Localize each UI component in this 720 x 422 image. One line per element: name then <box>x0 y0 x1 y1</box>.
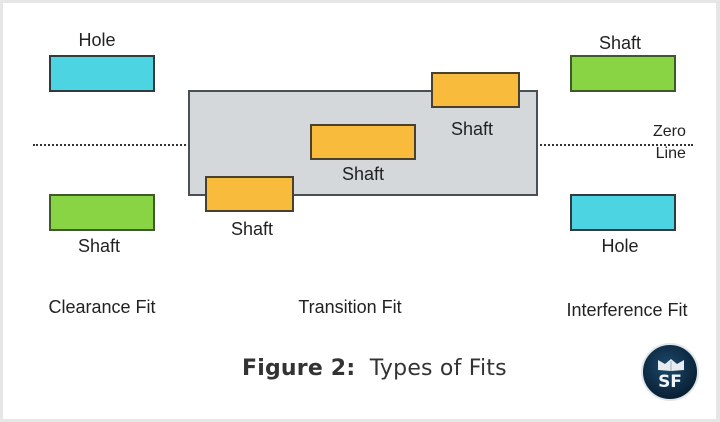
clearance-hole-rect <box>49 55 155 92</box>
transition-shaft-lower-label: Shaft <box>230 219 274 239</box>
clearance-shaft-label: Shaft <box>77 236 121 256</box>
book-icon <box>658 359 684 371</box>
interference-hole-label: Hole <box>601 236 639 256</box>
clearance-hole-label: Hole <box>78 30 116 50</box>
interference-shaft-rect <box>570 55 676 92</box>
transition-shaft-middle-label: Shaft <box>341 164 385 184</box>
transition-shaft-upper <box>431 72 520 108</box>
figure-canvas: Zero Line Hole Shaft Clearance Fit Shaft… <box>3 3 716 419</box>
caption-number: Figure 2: <box>242 356 356 381</box>
transition-fit-label: Transition Fit <box>298 297 402 317</box>
zero-label-line2: Line <box>655 145 686 162</box>
logo-text: SF <box>658 372 682 392</box>
zero-line-label: Zero Line <box>653 121 686 165</box>
sf-logo: SF <box>641 343 699 401</box>
interference-shaft-label: Shaft <box>598 33 642 53</box>
zero-label-line1: Zero <box>653 123 686 140</box>
interference-fit-label: Interference Fit <box>566 300 688 320</box>
figure-caption: Figure 2: Types of Fits <box>242 356 507 381</box>
clearance-fit-label: Clearance Fit <box>48 297 156 317</box>
transition-shaft-middle <box>310 124 416 160</box>
interference-hole-rect <box>570 194 676 231</box>
caption-title: Types of Fits <box>369 356 507 381</box>
transition-shaft-upper-label: Shaft <box>450 119 494 139</box>
clearance-shaft-rect <box>49 194 155 231</box>
transition-shaft-lower <box>205 176 294 212</box>
